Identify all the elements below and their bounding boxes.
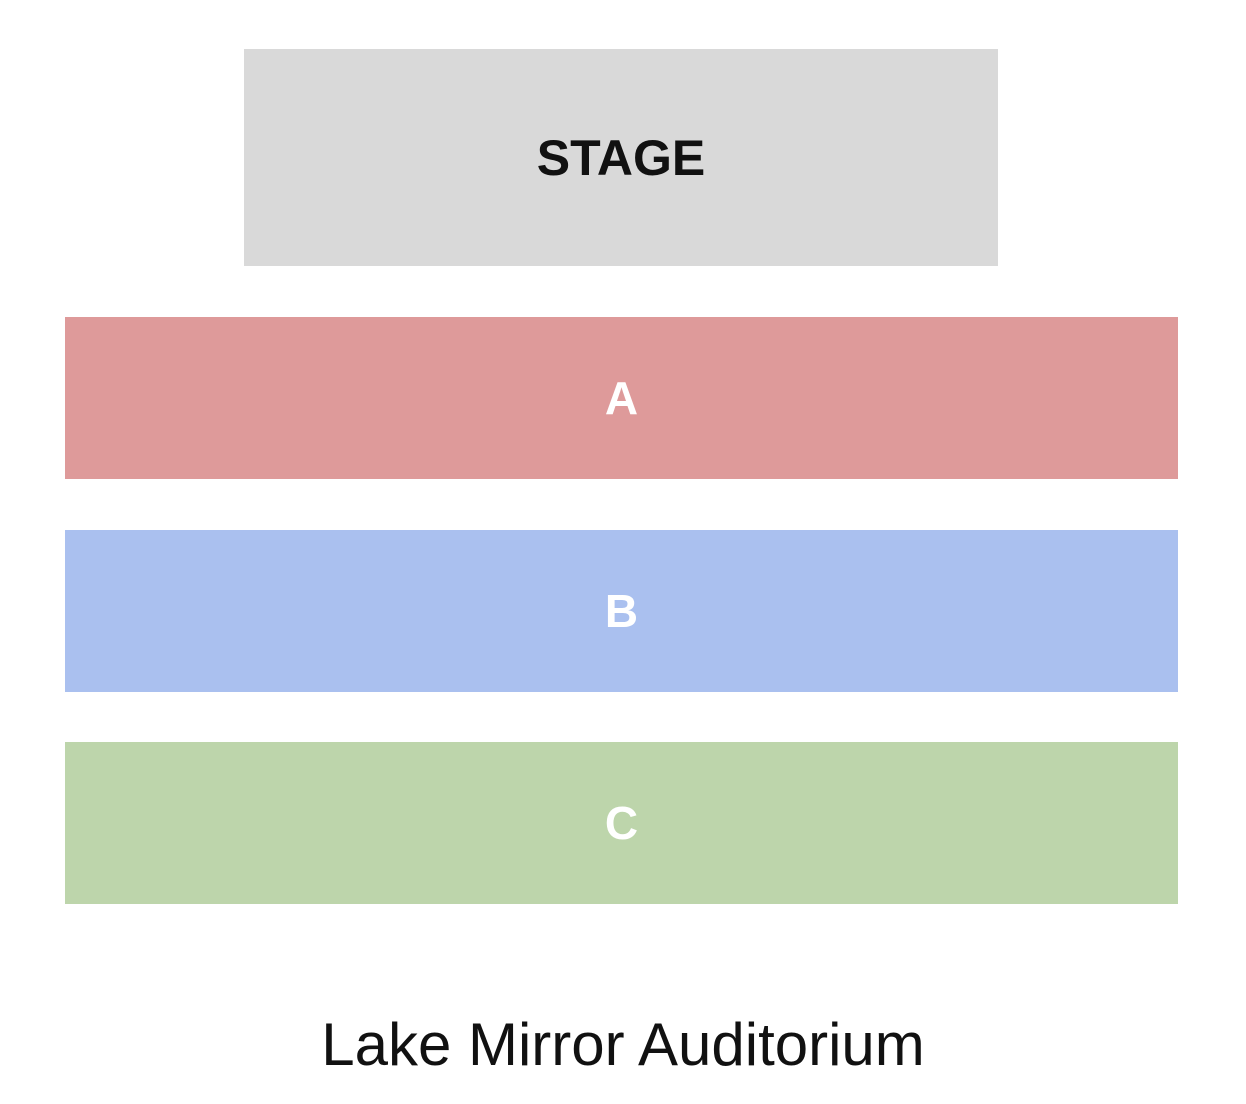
section-a[interactable]: A [65, 317, 1178, 479]
section-b[interactable]: B [65, 530, 1178, 692]
section-c[interactable]: C [65, 742, 1178, 904]
section-c-label: C [604, 797, 639, 849]
venue-name: Lake Mirror Auditorium [321, 1011, 925, 1078]
section-a-label: A [604, 372, 639, 424]
stage: STAGE [244, 49, 998, 266]
section-b-label: B [604, 585, 639, 637]
stage-label: STAGE [536, 129, 706, 186]
